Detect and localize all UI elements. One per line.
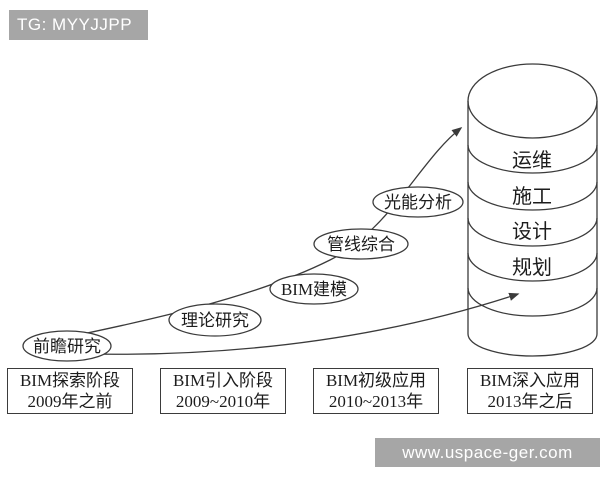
milestone-ellipse-lilun	[168, 303, 262, 337]
milestones-group	[22, 186, 464, 362]
milestone-ellipse-bim	[269, 273, 359, 305]
source-tag-badge: TG: MYYJJPP	[9, 10, 148, 40]
stage-title: BIM初级应用	[325, 371, 427, 390]
cylinder-divider-arc	[467, 252, 598, 282]
milestone-label: 光能分析	[384, 193, 452, 212]
stage-period: 2009年之前	[27, 392, 113, 411]
cylinder-divider-arc	[467, 217, 598, 247]
source-tag-text: TG: MYYJJPP	[17, 15, 133, 34]
milestone-label: BIM建模	[281, 280, 347, 299]
milestone-label: 管线综合	[327, 235, 395, 254]
stage-title: BIM深入应用	[479, 371, 581, 390]
watermark-bar: www.uspace-ger.com	[375, 438, 600, 467]
cylinder-divider-arc	[467, 181, 598, 211]
growth-curve-arrow	[25, 127, 463, 347]
stage-period: 2010~2013年	[328, 392, 424, 411]
stage-box-introduction: BIM引入阶段 2009~2010年	[160, 368, 286, 414]
stage-box-exploration: BIM探索阶段 2009年之前	[7, 368, 133, 414]
cylinder-layer-label-yunwei: 运维	[512, 149, 552, 172]
watermark-text: www.uspace-ger.com	[402, 443, 573, 462]
stage-title: BIM探索阶段	[19, 371, 121, 390]
cylinder-top-ellipse	[467, 63, 598, 139]
application-cylinder	[467, 63, 598, 357]
milestone-ellipse-qianzhan	[22, 330, 112, 362]
milestone-label: 理论研究	[181, 311, 249, 330]
stage-box-primary-application: BIM初级应用 2010~2013年	[313, 368, 439, 414]
milestone-ellipse-guangneng	[372, 186, 464, 218]
milestone-ellipse-guanxian	[313, 228, 409, 260]
cylinder-layer-label-sheji: 设计	[512, 220, 552, 243]
cylinder-layer-label-guihua: 规划	[512, 256, 552, 279]
stage-box-deep-application: BIM深入应用 2013年之后	[467, 368, 593, 414]
stage-period: 2013年之后	[487, 392, 573, 411]
cylinder-divider-arc	[467, 144, 598, 174]
cylinder-divider-arc	[467, 287, 598, 317]
stage-title: BIM引入阶段	[172, 371, 274, 390]
milestone-label: 前瞻研究	[33, 337, 101, 356]
cylinder-layer-label-shigong: 施工	[512, 185, 552, 208]
cylinder-bottom-arc	[467, 333, 598, 357]
stage-period: 2009~2010年	[175, 392, 271, 411]
